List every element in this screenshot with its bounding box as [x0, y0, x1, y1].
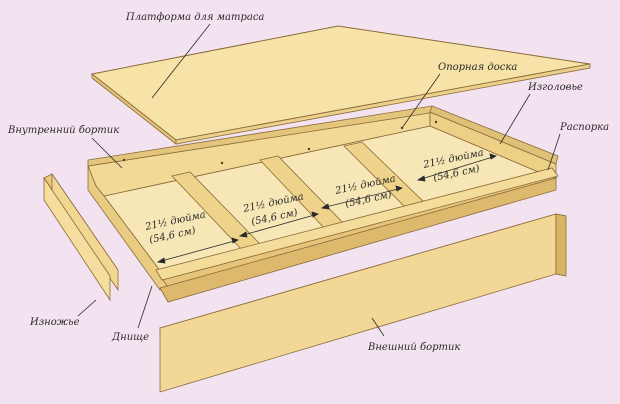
mattress-platform-panel	[90, 25, 591, 145]
dimension-arrows	[156, 153, 497, 264]
label-spacer: Распорка	[559, 122, 609, 133]
label-support-board: Опорная доска	[438, 62, 517, 73]
footboard-panel	[43, 172, 119, 302]
label-mattress-platform: Платформа для матраса	[125, 12, 264, 23]
label-headboard: Изголовье	[527, 82, 583, 93]
outer-side-panel	[158, 213, 567, 393]
label-outer-side: Внешний бортик	[367, 342, 460, 353]
label-inner-side: Внутренний бортик	[7, 125, 119, 136]
label-footboard: Изножье	[29, 317, 80, 328]
label-bottom: Днище	[111, 332, 149, 343]
leader-lines	[77, 23, 561, 337]
